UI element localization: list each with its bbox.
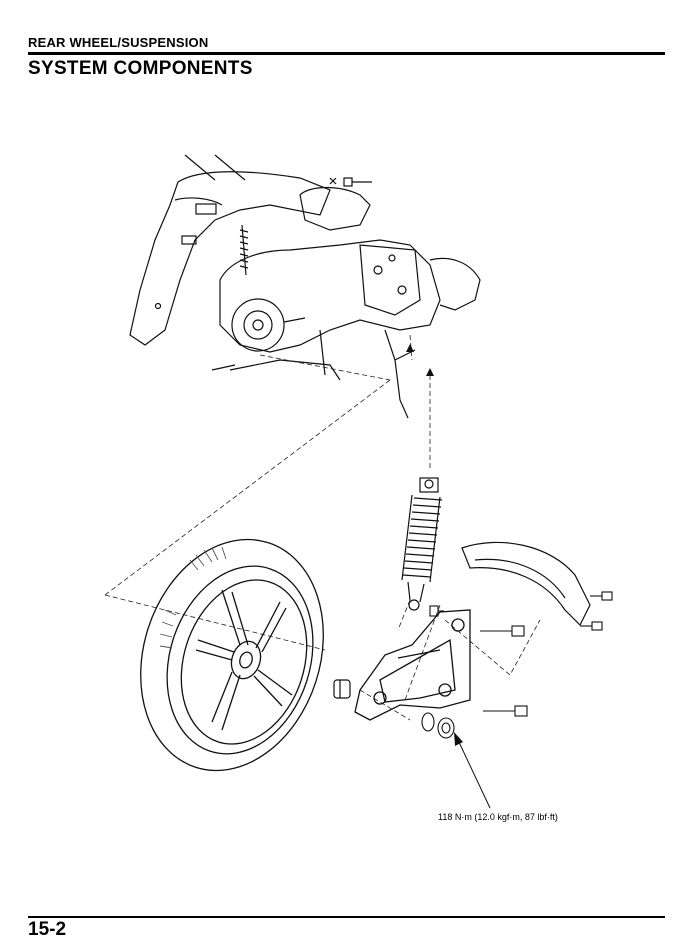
header-rule: [28, 52, 665, 55]
rear-fender-frame: [129, 154, 331, 346]
tire-tread: [159, 546, 227, 649]
washer: [421, 712, 435, 732]
main-stand: [211, 329, 416, 419]
rear-arm-bracket: [354, 609, 471, 721]
leader-line: [444, 619, 541, 676]
torque-callout-arrow: [454, 732, 491, 809]
engine-swingarm-case: [219, 186, 481, 353]
bolt: [429, 605, 444, 617]
footer-rule: [28, 916, 665, 918]
bolt: [590, 591, 613, 601]
leader-line: [359, 689, 411, 721]
rear-shock-absorber: [401, 477, 443, 611]
arrow-icon: [406, 344, 414, 352]
nut: [437, 717, 455, 739]
page-number: 15-2: [28, 919, 67, 940]
bolt: [483, 705, 528, 717]
arrow-icon: [426, 368, 434, 376]
leader-line: [259, 354, 391, 381]
bolt: [580, 621, 603, 631]
page-title: SYSTEM COMPONENTS: [28, 58, 253, 79]
leader-line: [404, 604, 441, 701]
rear-wheel: [140, 538, 324, 772]
splash-guard: [461, 541, 591, 627]
torque-specification: 118 N·m (12.0 kgf·m, 87 lbf·ft): [438, 812, 558, 822]
rear-spring-upper: [239, 224, 249, 276]
leader-line: [397, 599, 411, 631]
leader-line: [104, 379, 391, 596]
leader-line: [104, 594, 326, 651]
collar: [333, 679, 351, 699]
bolt: [480, 625, 525, 637]
top-bolt: [329, 177, 372, 187]
section-header: REAR WHEEL/SUSPENSION: [28, 35, 209, 50]
